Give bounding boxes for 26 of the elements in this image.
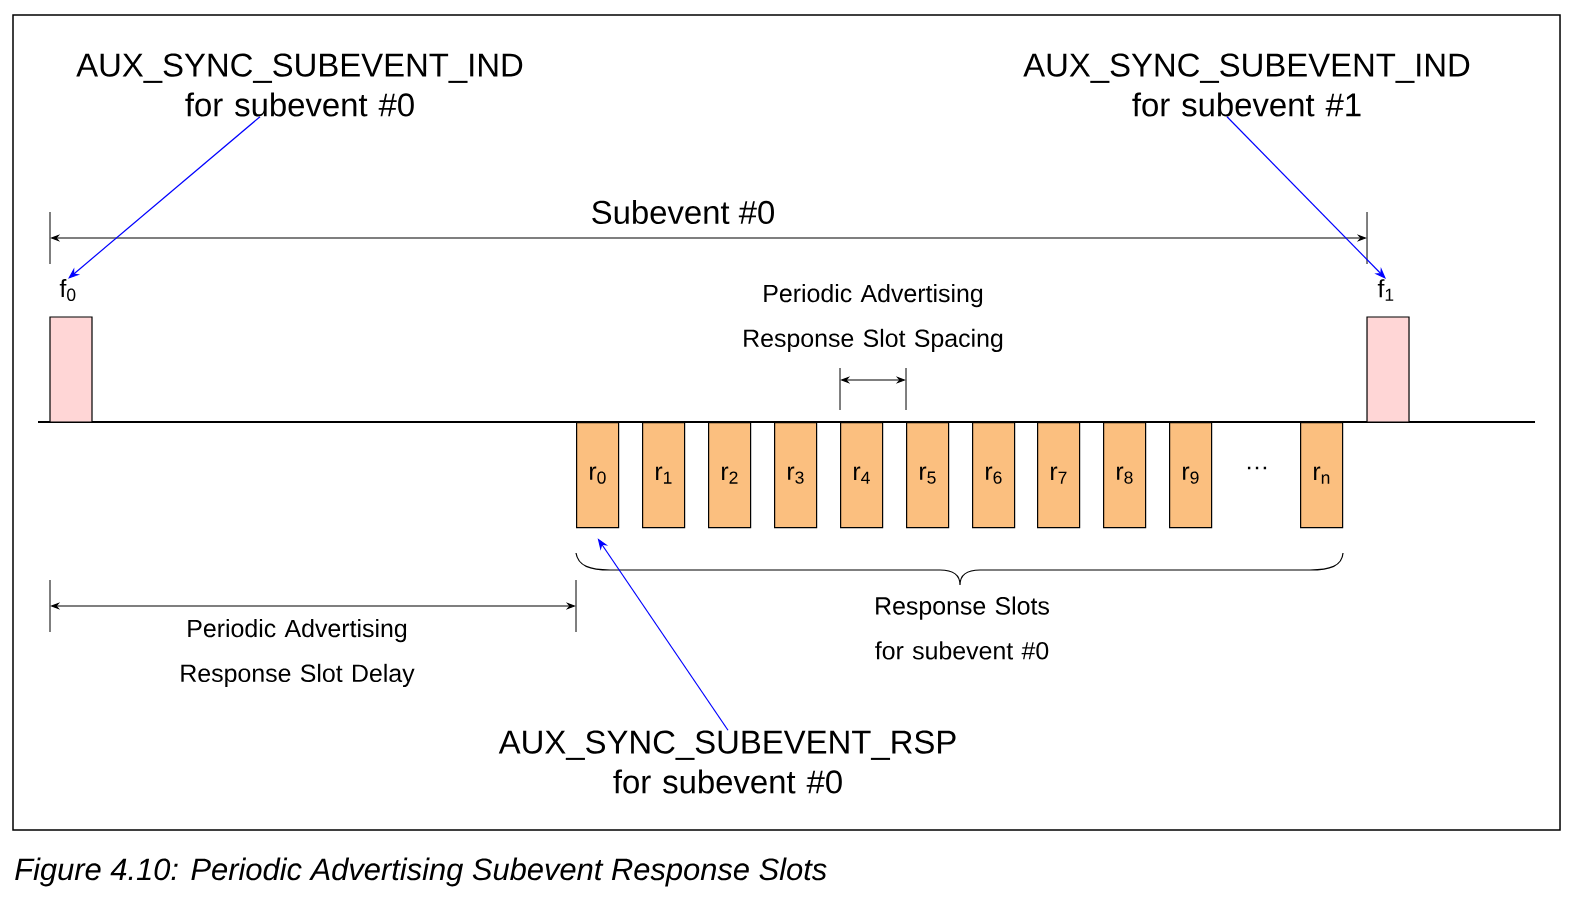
response-slot: r$_{2}$: [708, 422, 752, 529]
response-slot: r$_{6}$: [972, 422, 1016, 529]
node-label: f$_{0}$: [59, 279, 76, 301]
caption: Figure 4.10: Periodic Advertising Subevent Response Slots: [15, 857, 827, 887]
packet-box: f$_{0}$: [49, 279, 93, 423]
packet-label: AUX_SYNC_SUBEVENT_IND for subevent #1: [1023, 53, 1470, 117]
response-slot: r$_{0}$: [576, 422, 620, 529]
leader-line: [1226, 116, 1386, 279]
packet-label: AUX_SYNC_SUBEVENT_RSP for subevent #0: [498, 730, 956, 794]
response-slot: r$_{7}$: [1037, 422, 1081, 529]
brace-label: Response Slots for subevent #0: [875, 596, 1049, 660]
packet-label: AUX_SYNC_SUBEVENT_IND for subevent #0: [76, 53, 523, 117]
response-slot: r$_{3}$: [774, 422, 818, 529]
leader-line: [68, 116, 261, 279]
node-label: f$_{1}$: [1377, 279, 1394, 301]
response-slot: r$_{8}$: [1103, 422, 1147, 529]
ellipsis: …: [1247, 466, 1267, 470]
dimension-label: Subevent #0: [592, 199, 774, 225]
response-slot: r$_{n}$: [1300, 422, 1344, 529]
response-slot: r$_{1}$: [642, 422, 686, 529]
dimension-label: Periodic Advertising Response Slot Spacing: [744, 284, 1003, 353]
response-slot: r$_{4}$: [840, 422, 884, 529]
dimension-label: Periodic Advertising Response Slot Delay: [181, 619, 415, 688]
packet-box: f$_{1}$: [1366, 279, 1410, 423]
response-slot: r$_{5}$: [906, 422, 950, 529]
response-slot: r$_{9}$: [1169, 422, 1213, 529]
